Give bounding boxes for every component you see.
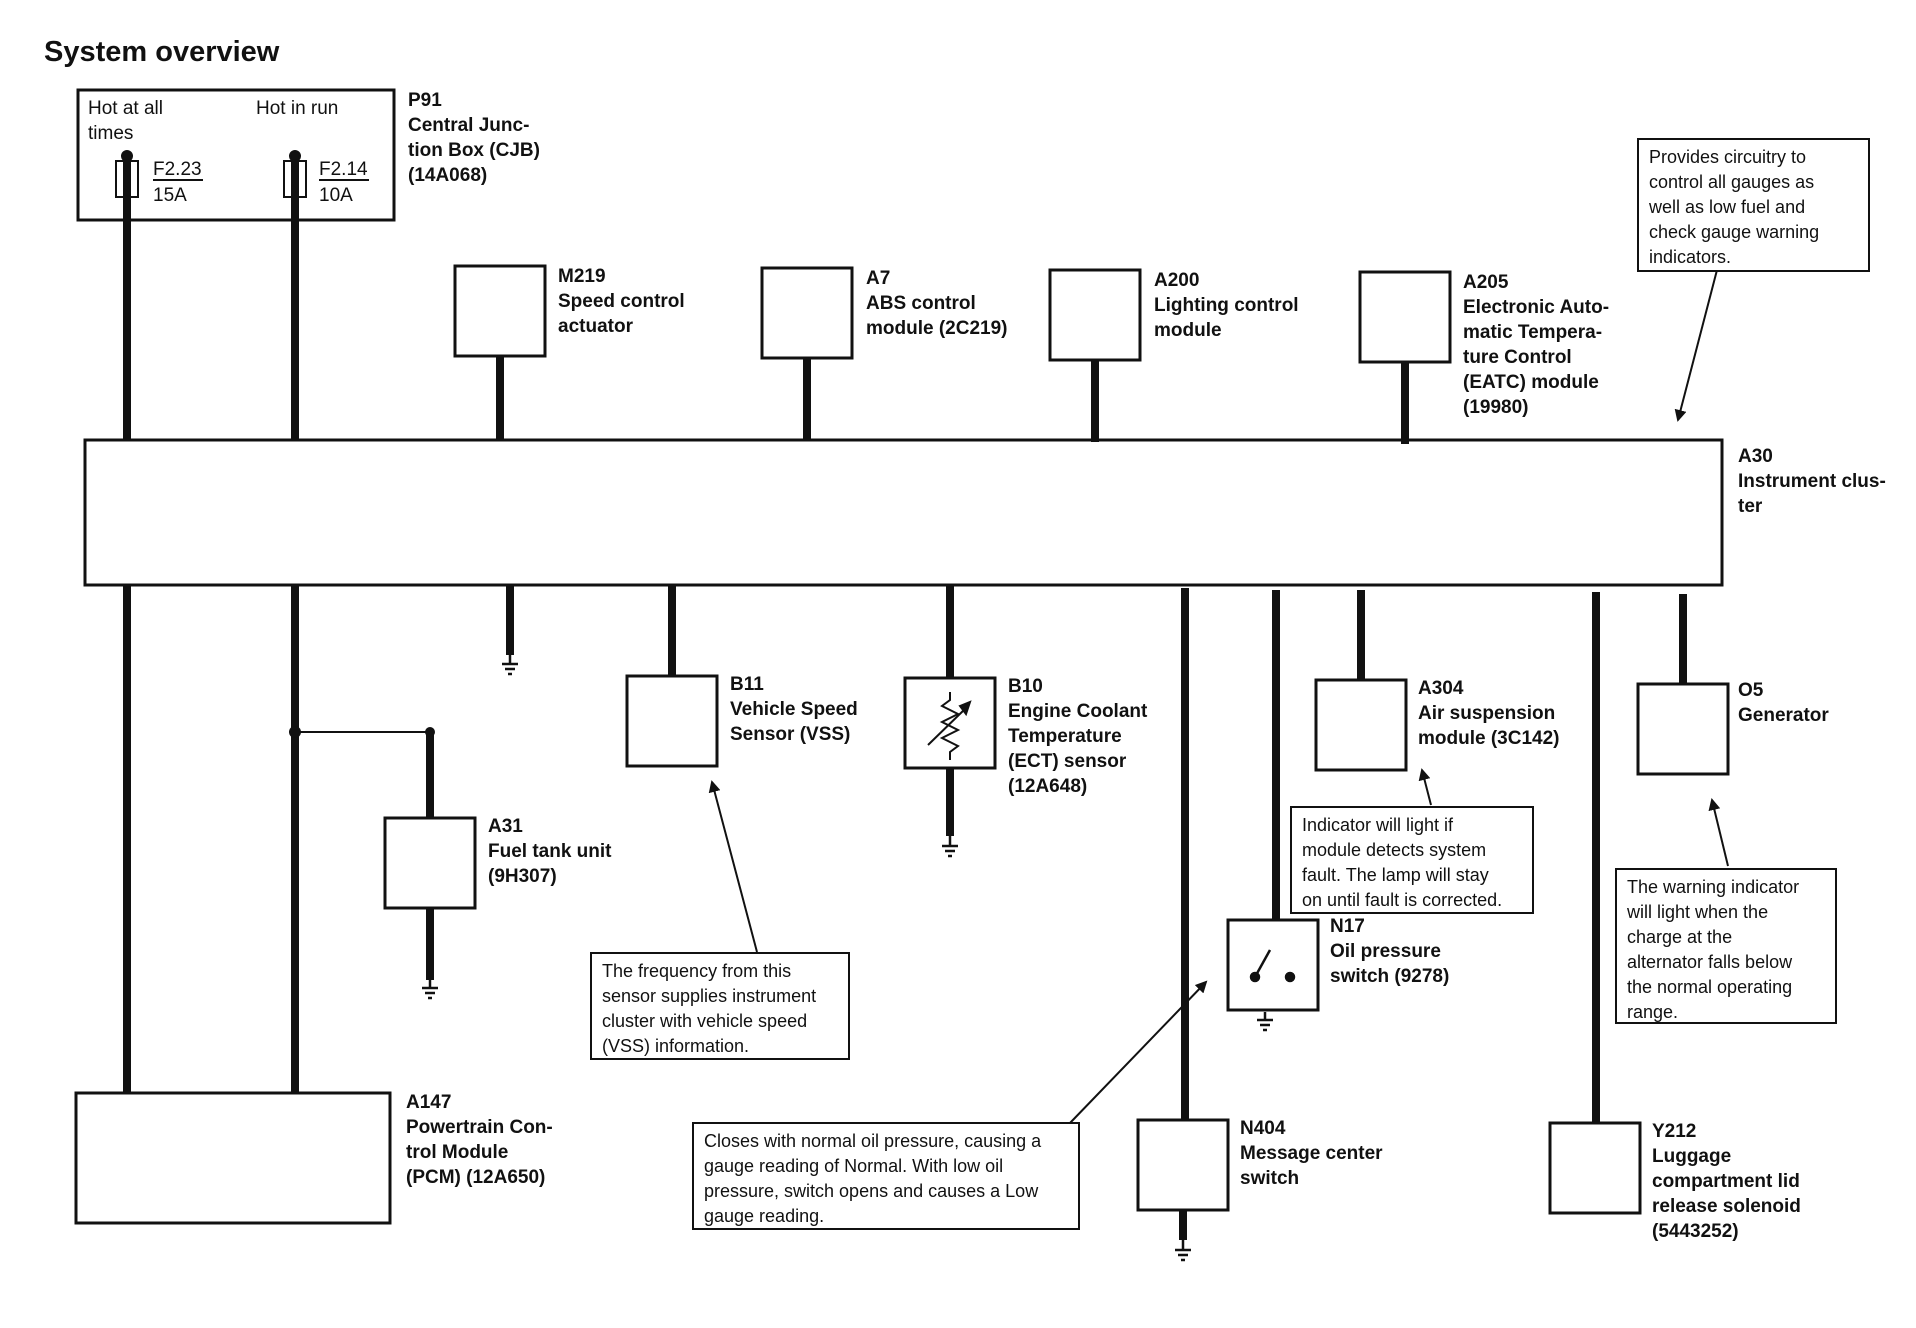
fuse-f223-rating: 15A [153, 185, 187, 206]
ground-icon-n404 [1175, 1248, 1191, 1262]
arrow-oil-pressure [1069, 980, 1208, 1124]
fuse-f223 [115, 150, 203, 198]
arrow-cluster [1674, 269, 1718, 422]
y212-box [1548, 1121, 1642, 1215]
hot-at-all-times-label: Hot at all times [88, 98, 163, 144]
ground-icon-cluster [502, 662, 518, 676]
pcm-box [74, 1091, 392, 1225]
a304-box [1314, 678, 1408, 772]
fuse-f214-rating: 10A [319, 185, 353, 206]
a31-box [383, 816, 477, 910]
cjb-box [76, 88, 396, 222]
arrow-air-suspension [1418, 768, 1432, 806]
a205-box [1358, 270, 1452, 364]
ground-icon-b10 [942, 844, 958, 858]
instrument-cluster-box [83, 438, 1724, 587]
ground-icon-a31 [422, 986, 438, 1000]
ground-icon-n17 [1257, 1012, 1273, 1032]
note-oil-pressure: Closes with normal oil pressure, causing… [692, 1122, 1080, 1230]
wires [123, 160, 1687, 1240]
arrow-generator [1708, 798, 1729, 867]
n404-box [1136, 1118, 1230, 1212]
a200-box [1048, 268, 1142, 362]
a7-box [760, 266, 854, 360]
arrow-vss [708, 780, 758, 953]
fuse-f223-name: F2.23 [153, 159, 202, 180]
page-title: System overview [44, 36, 280, 68]
n17-box [1226, 918, 1320, 1012]
thermistor-icon [927, 692, 972, 760]
fuse-f214 [283, 150, 369, 198]
hot-in-run-label: Hot in run [256, 98, 339, 119]
b11-box [625, 674, 719, 768]
o5-box [1636, 682, 1730, 776]
switch-icon [1249, 949, 1296, 983]
fuse-f214-name: F2.14 [319, 159, 368, 180]
m219-box [453, 264, 547, 358]
